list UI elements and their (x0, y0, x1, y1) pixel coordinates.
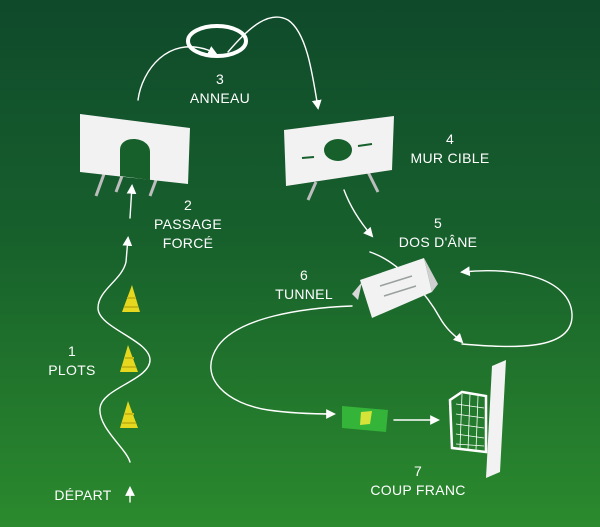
station-name: COUP FRANC (370, 482, 466, 498)
path-wall-to-hump (343, 189, 374, 238)
path-big-loop (460, 266, 573, 348)
station-number: 5 (433, 215, 443, 231)
target-wall (284, 116, 394, 201)
goal-icon (448, 360, 506, 478)
station-name: TUNNEL (275, 286, 333, 302)
cones (120, 285, 140, 428)
path-hump-loop (369, 251, 464, 344)
cone-icon (120, 401, 138, 428)
course-path (97, 16, 573, 503)
path-slalom (97, 236, 151, 463)
hump-tunnel-obstacle (352, 258, 438, 318)
station-name: DOS D'ÂNE (398, 234, 478, 250)
start-label: DÉPART (54, 487, 112, 503)
station-name: MUR CIBLE (410, 150, 490, 166)
path-into-passage (126, 184, 137, 219)
passage-panel (80, 114, 190, 197)
station-number: 4 (445, 131, 455, 147)
station-number: 2 (183, 197, 193, 213)
station-name: PLOTS (48, 362, 96, 378)
station-label-7: 7 COUP FRANC (354, 462, 482, 500)
station-label-5: 5 DOS D'ÂNE (388, 214, 488, 252)
station-label-4: 4 MUR CIBLE (400, 130, 500, 168)
station-name: ANNEAU (189, 90, 251, 106)
station-number: 1 (67, 343, 77, 359)
station-label-3: 3 ANNEAU (180, 70, 260, 108)
station-number: 3 (215, 71, 225, 87)
cone-icon (120, 345, 138, 372)
station-name: PASSAGE (154, 216, 222, 232)
cone-icon (122, 285, 140, 312)
free-kick-flag-icon (342, 406, 388, 432)
station-number: 6 (299, 267, 309, 283)
ring-obstacle (186, 24, 248, 58)
path-tunnel-exit (210, 305, 353, 419)
station-name: FORCÉ (162, 235, 214, 251)
path-ring-to-wall (227, 16, 322, 110)
station-label-6: 6 TUNNEL (264, 266, 344, 304)
path-to-ring (137, 46, 218, 101)
station-label-1: 1 PLOTS (44, 342, 100, 380)
station-number: 7 (413, 463, 423, 479)
station-label-2: 2 PASSAGE FORCÉ (144, 196, 232, 253)
